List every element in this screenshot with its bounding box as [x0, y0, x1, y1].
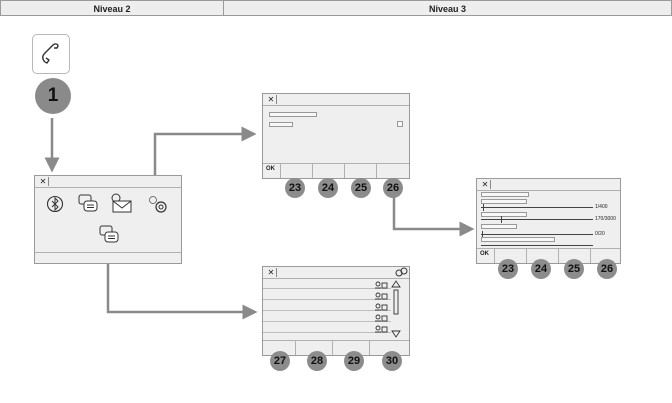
slider-4[interactable]: [481, 245, 593, 246]
list-softkeys: [263, 340, 409, 355]
scroll-up-icon: [391, 280, 401, 288]
slider-field-5[interactable]: [481, 237, 555, 242]
marker-26: 26: [597, 259, 617, 279]
close-button[interactable]: ✕: [266, 95, 277, 104]
slider-field-4[interactable]: [481, 224, 517, 229]
slider-field-3[interactable]: [481, 212, 527, 217]
slider-settings-screen: ✕ 1/400 170/3000 0/20 OK: [476, 178, 621, 264]
contact-icons: [375, 281, 388, 333]
phone-key[interactable]: [32, 34, 70, 74]
softkey-24[interactable]: [527, 249, 559, 263]
bluetooth-icon[interactable]: [45, 194, 65, 214]
slider-topbar: ✕: [477, 179, 620, 191]
slider-1[interactable]: [481, 204, 593, 211]
sort-options-icon[interactable]: [394, 267, 408, 278]
main-screen-bottom-bar: [35, 252, 181, 263]
softkey-29[interactable]: [333, 341, 370, 355]
marker-30: 30: [382, 351, 402, 371]
settings-field-1[interactable]: [269, 112, 317, 117]
marker-25: 25: [564, 259, 584, 279]
settings-checkbox[interactable]: [397, 121, 403, 127]
settings-softkeys: OK: [263, 163, 409, 178]
marker-24: 24: [531, 259, 551, 279]
softkey-24[interactable]: [313, 164, 345, 178]
email-icon[interactable]: [109, 192, 133, 214]
list-separator: [263, 299, 391, 300]
step-marker-1: 1: [35, 78, 71, 114]
settings-topbar: ✕: [263, 94, 409, 106]
softkey-23[interactable]: [281, 164, 313, 178]
softkey-27[interactable]: [263, 341, 296, 355]
softkey-28[interactable]: [296, 341, 333, 355]
list-separator: [263, 332, 391, 333]
list-topbar: ✕: [263, 267, 409, 279]
scroll-thumb: [393, 289, 399, 315]
messages-icon[interactable]: [98, 224, 120, 246]
settings-field-2[interactable]: [269, 122, 293, 127]
ok-softkey[interactable]: OK: [263, 164, 281, 178]
main-screen: ✕: [34, 175, 182, 264]
close-button[interactable]: ✕: [480, 180, 491, 189]
marker-26: 26: [383, 178, 403, 198]
scroll-down-icon: [391, 330, 401, 338]
list-separator: [263, 310, 391, 311]
marker-23: 23: [498, 259, 518, 279]
list-separator: [263, 288, 391, 289]
slider-2[interactable]: [481, 216, 593, 223]
ok-softkey[interactable]: OK: [477, 249, 495, 263]
slider-field-1[interactable]: [481, 192, 529, 197]
softkey-23[interactable]: [495, 249, 527, 263]
marker-23: 23: [285, 178, 305, 198]
marker-28: 28: [307, 351, 327, 371]
arrow-26-to-sliders: [392, 196, 475, 237]
softkey-25[interactable]: [559, 249, 591, 263]
main-screen-topbar: ✕: [35, 176, 181, 188]
phone-handset-icon: [42, 43, 59, 64]
message-list-screen: ✕: [262, 266, 410, 356]
slider-softkeys: OK: [477, 248, 620, 263]
settings-screen: ✕ OK: [262, 93, 410, 179]
close-button[interactable]: ✕: [266, 268, 277, 277]
arrow-messages-to-list: [106, 250, 258, 320]
close-button[interactable]: ✕: [38, 177, 49, 186]
marker-24: 24: [318, 178, 338, 198]
slider-2-value: 170/3000: [595, 216, 616, 222]
marker-27: 27: [270, 351, 290, 371]
slider-field-2[interactable]: [481, 199, 527, 204]
list-separator: [263, 321, 391, 322]
softkey-25[interactable]: [345, 164, 377, 178]
slider-1-value: 1/400: [595, 204, 608, 210]
sms-messages-icon[interactable]: [77, 193, 99, 215]
slider-3-value: 0/20: [595, 231, 605, 237]
marker-25: 25: [351, 178, 371, 198]
settings-gear-icon[interactable]: [147, 194, 171, 216]
scrollbar[interactable]: [390, 280, 402, 340]
marker-29: 29: [344, 351, 364, 371]
slider-3[interactable]: [481, 231, 593, 238]
